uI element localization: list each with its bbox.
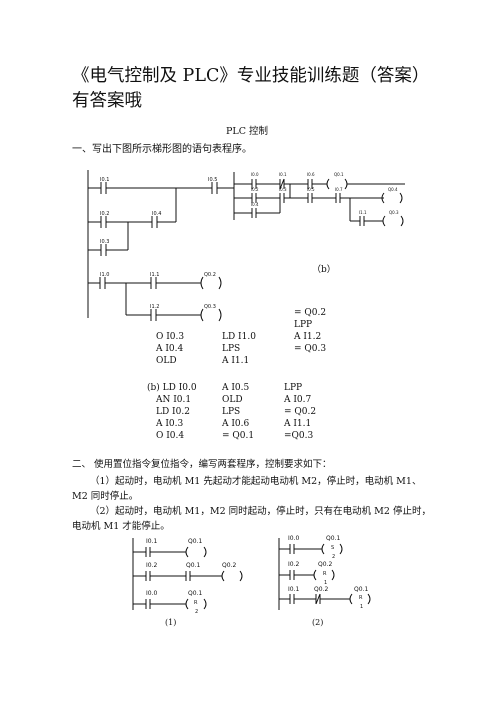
stl-line: OLD [222,395,243,405]
contact-i01-label: I0.1 [100,177,110,183]
b-contact-i02-label: I0.2 [251,187,259,192]
stl-a-col2: LD I1.0 LPS A I1.1 [222,331,256,367]
document-subtitle: PLC 控制 [226,126,268,137]
b-contact-i05-label: I0.5 [307,187,315,192]
stl-line: OLD [156,356,177,366]
stl-b-col3: LPP A I0.7 = Q0.2 A I1.1 =Q0.3 [284,382,316,442]
d1-label-q01c: Q0.1 [188,590,203,597]
d1-label-q02: Q0.2 [222,562,237,569]
stl-line: LD I1.0 [222,332,256,342]
diagram-2-caption: (2) [312,618,324,627]
section-1-heading: 一、写出下图所示梯形图的语句表程序。 [72,144,252,155]
d2-label-r2: R [359,595,363,601]
stl-line: LPS [222,344,241,354]
d2-label-i01: I0.1 [288,586,300,593]
stl-line: =Q0.3 [284,431,314,441]
d2-label-s: S [331,545,335,551]
section-2-heading: 二、 使用置位指令复位指令，编写两套程序，控制要求如下： [72,459,332,470]
stl-line: A I0.4 [156,344,184,354]
stl-line: O I0.4 [156,431,185,441]
stl-line: A I0.7 [284,395,312,405]
stl-a-col1: O I0.3 A I0.4 OLD [156,331,184,367]
d2-label-1b: 1 [360,604,364,610]
d1-label-q01b: Q0.1 [186,562,201,569]
b-contact-i03-label: I0.3 [279,187,287,192]
coil-q02-label: Q0.2 [204,272,216,278]
stl-line: A I1.1 [222,356,250,366]
contact-i12-label: I1.2 [150,304,160,310]
d1-label-r: R [194,600,198,606]
d1-label-i00: I0.0 [146,590,158,597]
requirement-1: （1）起动时，电动机 M1 先起动才能起动电动机 M2，停止时，电动机 M1、M… [72,476,422,502]
diagram-1-caption: (1) [165,618,177,627]
d1-label-2: 2 [195,609,199,615]
stl-line: AN I0.1 [156,395,192,405]
contact-i04-label: I0.4 [152,211,162,217]
stl-line: = Q0.2 [284,407,317,417]
d2-label-q01: Q0.1 [326,535,341,542]
stl-line: = Q0.3 [294,344,327,354]
stl-line: LPP [284,383,303,393]
d2-label-r: R [323,571,327,577]
coil-q03-label: Q0.3 [204,304,216,310]
requirement-2: （2）起动时，电动机 M1，M2 同时起动，停止时，只有在电动机 M2 停止时，… [72,506,431,532]
d1-label-i01: I0.1 [146,538,158,545]
diagram-b-label: （b） [312,265,336,275]
b-coil-q01-label: Q0.1 [334,172,344,177]
stl-line: LD I0.2 [156,407,190,417]
stl-b-col2: A I0.5 OLD LPS A I0.6 = Q0.1 [222,382,254,442]
stl-line: = Q0.2 [294,308,327,318]
document-title: 《电气控制及 PLC》专业技能训练题（答案）有答案哦 [72,66,430,111]
contact-i03-label: I0.3 [100,239,110,245]
d2-label-i00: I0.0 [288,535,300,542]
b-contact-i11-label: I1.1 [359,210,367,215]
contact-i05-label: I0.5 [208,177,218,183]
contact-i02-label: I0.2 [100,211,110,217]
d2-label-q02: Q0.2 [318,561,333,568]
b-coil-q04-label: Q0.4 [388,187,398,192]
d1-label-i02: I0.2 [146,562,158,569]
b-contact-i06-label: I0.6 [307,172,315,177]
stl-line: A I0.3 [156,419,184,429]
b-contact-i01-label: I0.1 [279,172,287,177]
stl-line: A I0.5 [222,383,250,393]
d2-label-1: 1 [324,580,328,586]
stl-line: A I1.2 [294,332,322,342]
contact-i11-label: I1.1 [150,272,160,278]
d2-label-2: 2 [332,554,336,560]
stl-line: O I0.3 [156,332,185,342]
stl-line: (b) LD I0.0 [147,383,197,393]
stl-line: = Q0.1 [222,431,255,441]
stl-b-col1: (b) LD I0.0 AN I0.1 LD I0.2 A I0.3 O I0.… [147,382,197,442]
stl-line: A I0.6 [222,419,250,429]
b-contact-i04-label: I0.4 [251,202,259,207]
stl-line: LPP [294,320,313,330]
d2-label-q01b: Q0.1 [354,586,369,593]
d2-label-q02b: Q0.2 [314,586,329,593]
b-contact-i07-label: I0.7 [335,187,343,192]
stl-line: A I1.1 [284,419,312,429]
stl-a-col3: = Q0.2 LPP A I1.2 = Q0.3 [294,307,326,355]
contact-i10-label: I1.0 [100,272,110,278]
d2-label-i02: I0.2 [288,561,300,568]
d1-label-q01: Q0.1 [188,538,203,545]
b-contact-i00-label: I0.0 [251,172,259,177]
stl-line: LPS [222,407,241,417]
b-coil-q03-label: Q0.3 [389,210,399,215]
